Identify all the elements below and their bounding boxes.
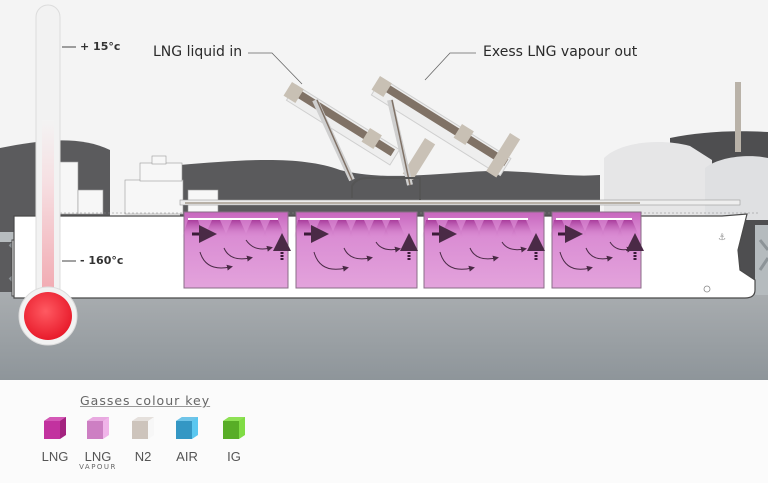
lng-vapour-cube-icon — [87, 417, 109, 439]
jetty-right — [755, 225, 768, 295]
key-panel-bg — [0, 380, 768, 483]
water — [0, 292, 768, 380]
key-item-lng: LNG — [33, 415, 77, 464]
key-label: N2 — [134, 449, 152, 464]
callout-lng-liquid-in: LNG liquid in — [153, 44, 243, 60]
callout-line-liquid — [248, 52, 303, 85]
cargo-tank-4 — [550, 211, 644, 289]
cargo-tanks — [182, 211, 644, 289]
key-label: AIR — [176, 449, 198, 464]
air-cube-icon — [176, 417, 198, 439]
temperature-low-label: - 160°c — [80, 254, 124, 267]
temperature-high-label: + 15°c — [80, 40, 121, 53]
cargo-tank-2 — [294, 211, 418, 289]
callout-lng-vapour-out: Exess LNG vapour out — [483, 44, 638, 60]
key-label: LNG — [41, 449, 69, 464]
key-item-air: AIR — [165, 415, 209, 464]
loading-arm-liquid — [283, 81, 436, 182]
ig-cube-icon — [223, 417, 245, 439]
key-item-n2: N2 — [121, 415, 165, 464]
manifold-pipe — [351, 177, 421, 200]
key-label: IG — [227, 449, 241, 464]
key-item-ig: IG — [212, 415, 256, 464]
thermometer — [18, 4, 78, 346]
n2-cube-icon — [132, 417, 154, 439]
cargo-tank-1 — [182, 211, 291, 289]
key-label: LNG — [84, 449, 112, 464]
loading-arm-vapour — [370, 75, 521, 186]
cargo-tank-3 — [422, 211, 545, 289]
colour-key-title: Gasses colour key — [80, 393, 211, 408]
svg-text:⚓: ⚓ — [718, 233, 726, 243]
key-sublabel: VAPOUR — [79, 463, 117, 471]
lng-cube-icon — [44, 417, 66, 439]
callout-line-vapour — [424, 52, 476, 81]
key-item-lng-vapour: LNG VAPOUR — [76, 415, 120, 471]
